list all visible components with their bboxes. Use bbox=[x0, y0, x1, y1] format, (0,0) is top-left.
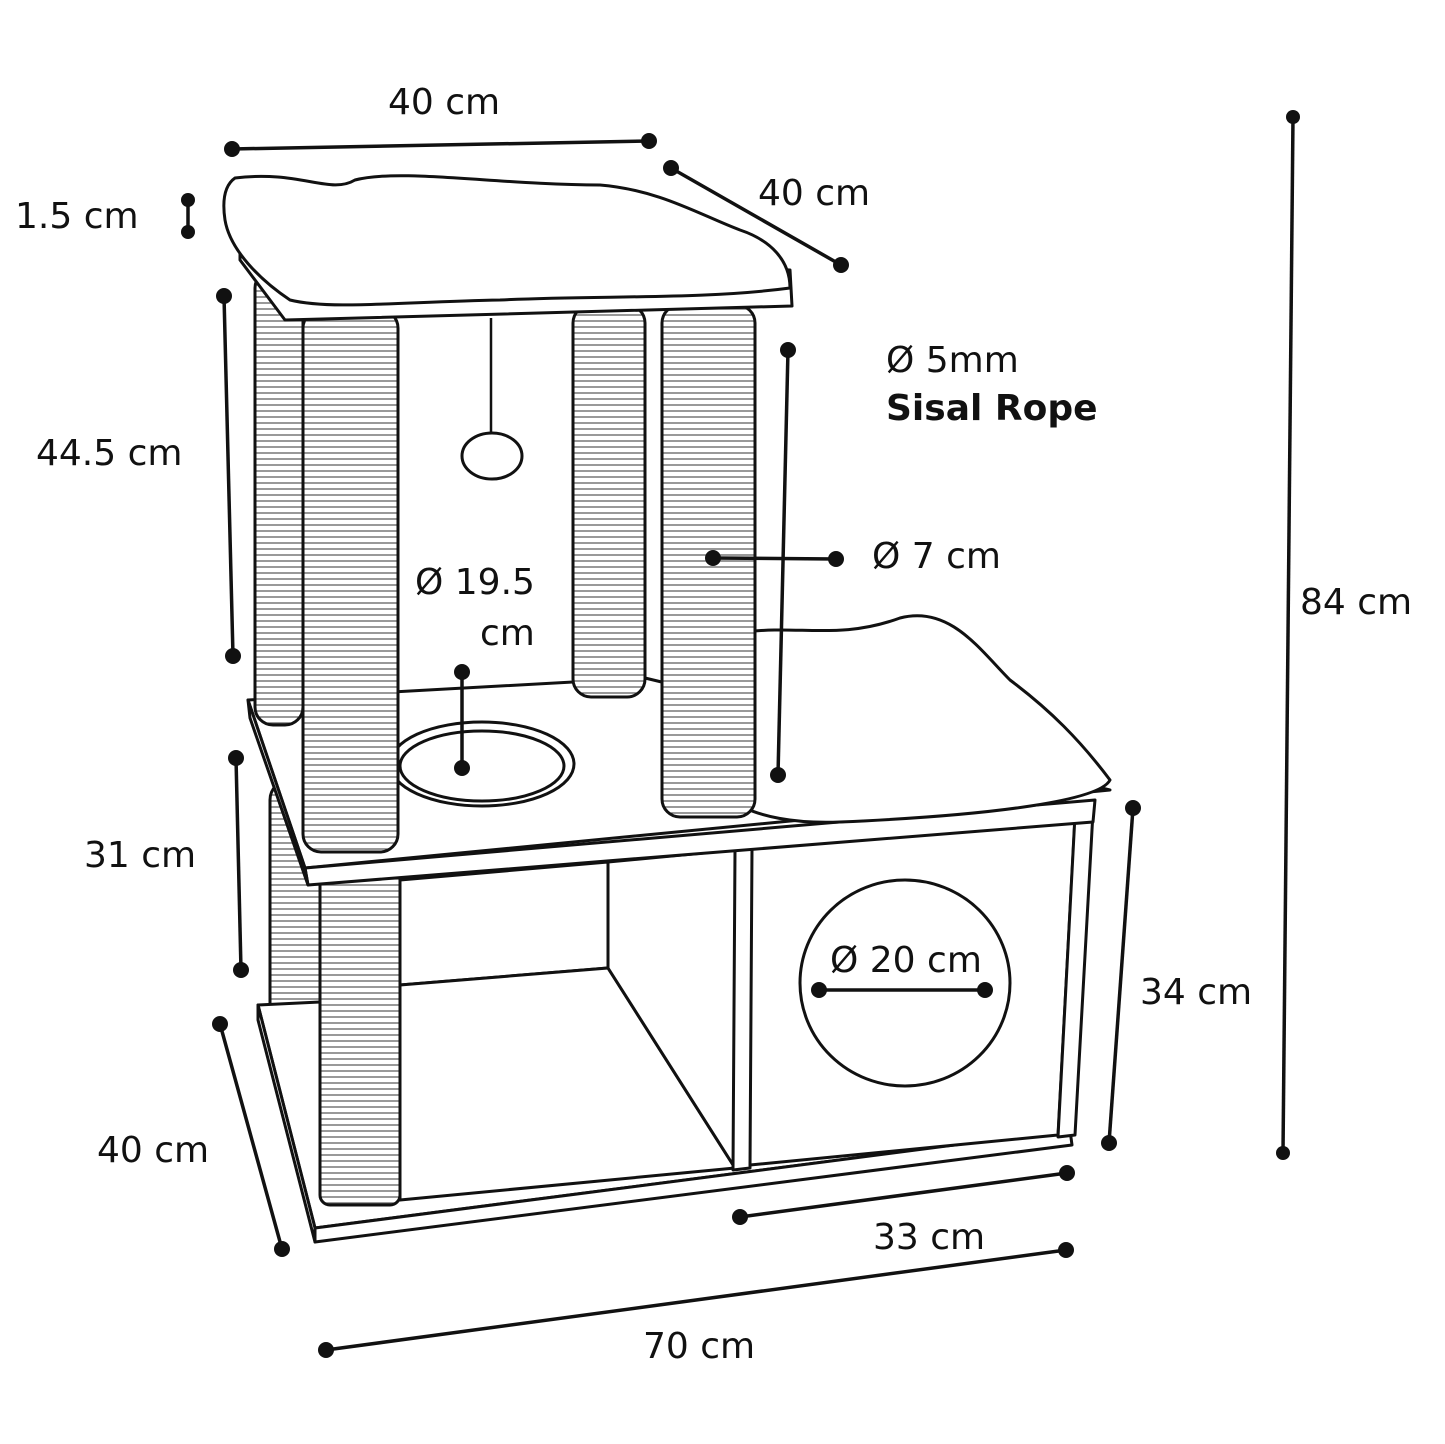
post-diameter-label: Ø 7 cm bbox=[872, 536, 1001, 577]
top-cushion bbox=[222, 174, 792, 307]
dimension-lines bbox=[181, 110, 1300, 1358]
base-depth-label: 40 cm bbox=[97, 1130, 209, 1171]
rope-type-label: Sisal Rope bbox=[886, 388, 1098, 429]
upper-height-label: 44.5 cm bbox=[36, 433, 182, 474]
box-width-label: 33 cm bbox=[873, 1217, 985, 1258]
lower-front-post bbox=[318, 868, 402, 1207]
door-hole bbox=[798, 878, 1012, 1088]
inner-back-wall bbox=[398, 860, 610, 987]
box-divider bbox=[731, 846, 754, 1172]
door-diameter-label: Ø 20 cm bbox=[830, 940, 982, 981]
base-front bbox=[313, 1128, 1074, 1244]
bowl-diameter-unit: cm bbox=[480, 613, 535, 654]
total-height-label: 84 cm bbox=[1300, 582, 1412, 623]
base-width-label: 70 cm bbox=[643, 1326, 755, 1367]
top-width-label: 40 cm bbox=[388, 82, 500, 123]
middle-cushion bbox=[743, 614, 1112, 824]
rope-size-label: Ø 5mm bbox=[886, 340, 1019, 381]
bowl-hole-inner bbox=[398, 729, 566, 803]
lower-height-label: 31 cm bbox=[84, 835, 196, 876]
top-depth-label: 40 cm bbox=[758, 173, 870, 214]
bowl-diameter-label: Ø 19.5 bbox=[415, 562, 535, 603]
middle-platform-side bbox=[246, 698, 310, 887]
upper-front-left-post bbox=[301, 308, 400, 854]
upper-back-right-post bbox=[571, 303, 647, 699]
box-height-label: 34 cm bbox=[1140, 972, 1252, 1013]
toy-ball bbox=[460, 431, 524, 481]
upper-back-left-post bbox=[253, 268, 305, 727]
platform-thickness-label: 1.5 cm bbox=[15, 196, 139, 237]
